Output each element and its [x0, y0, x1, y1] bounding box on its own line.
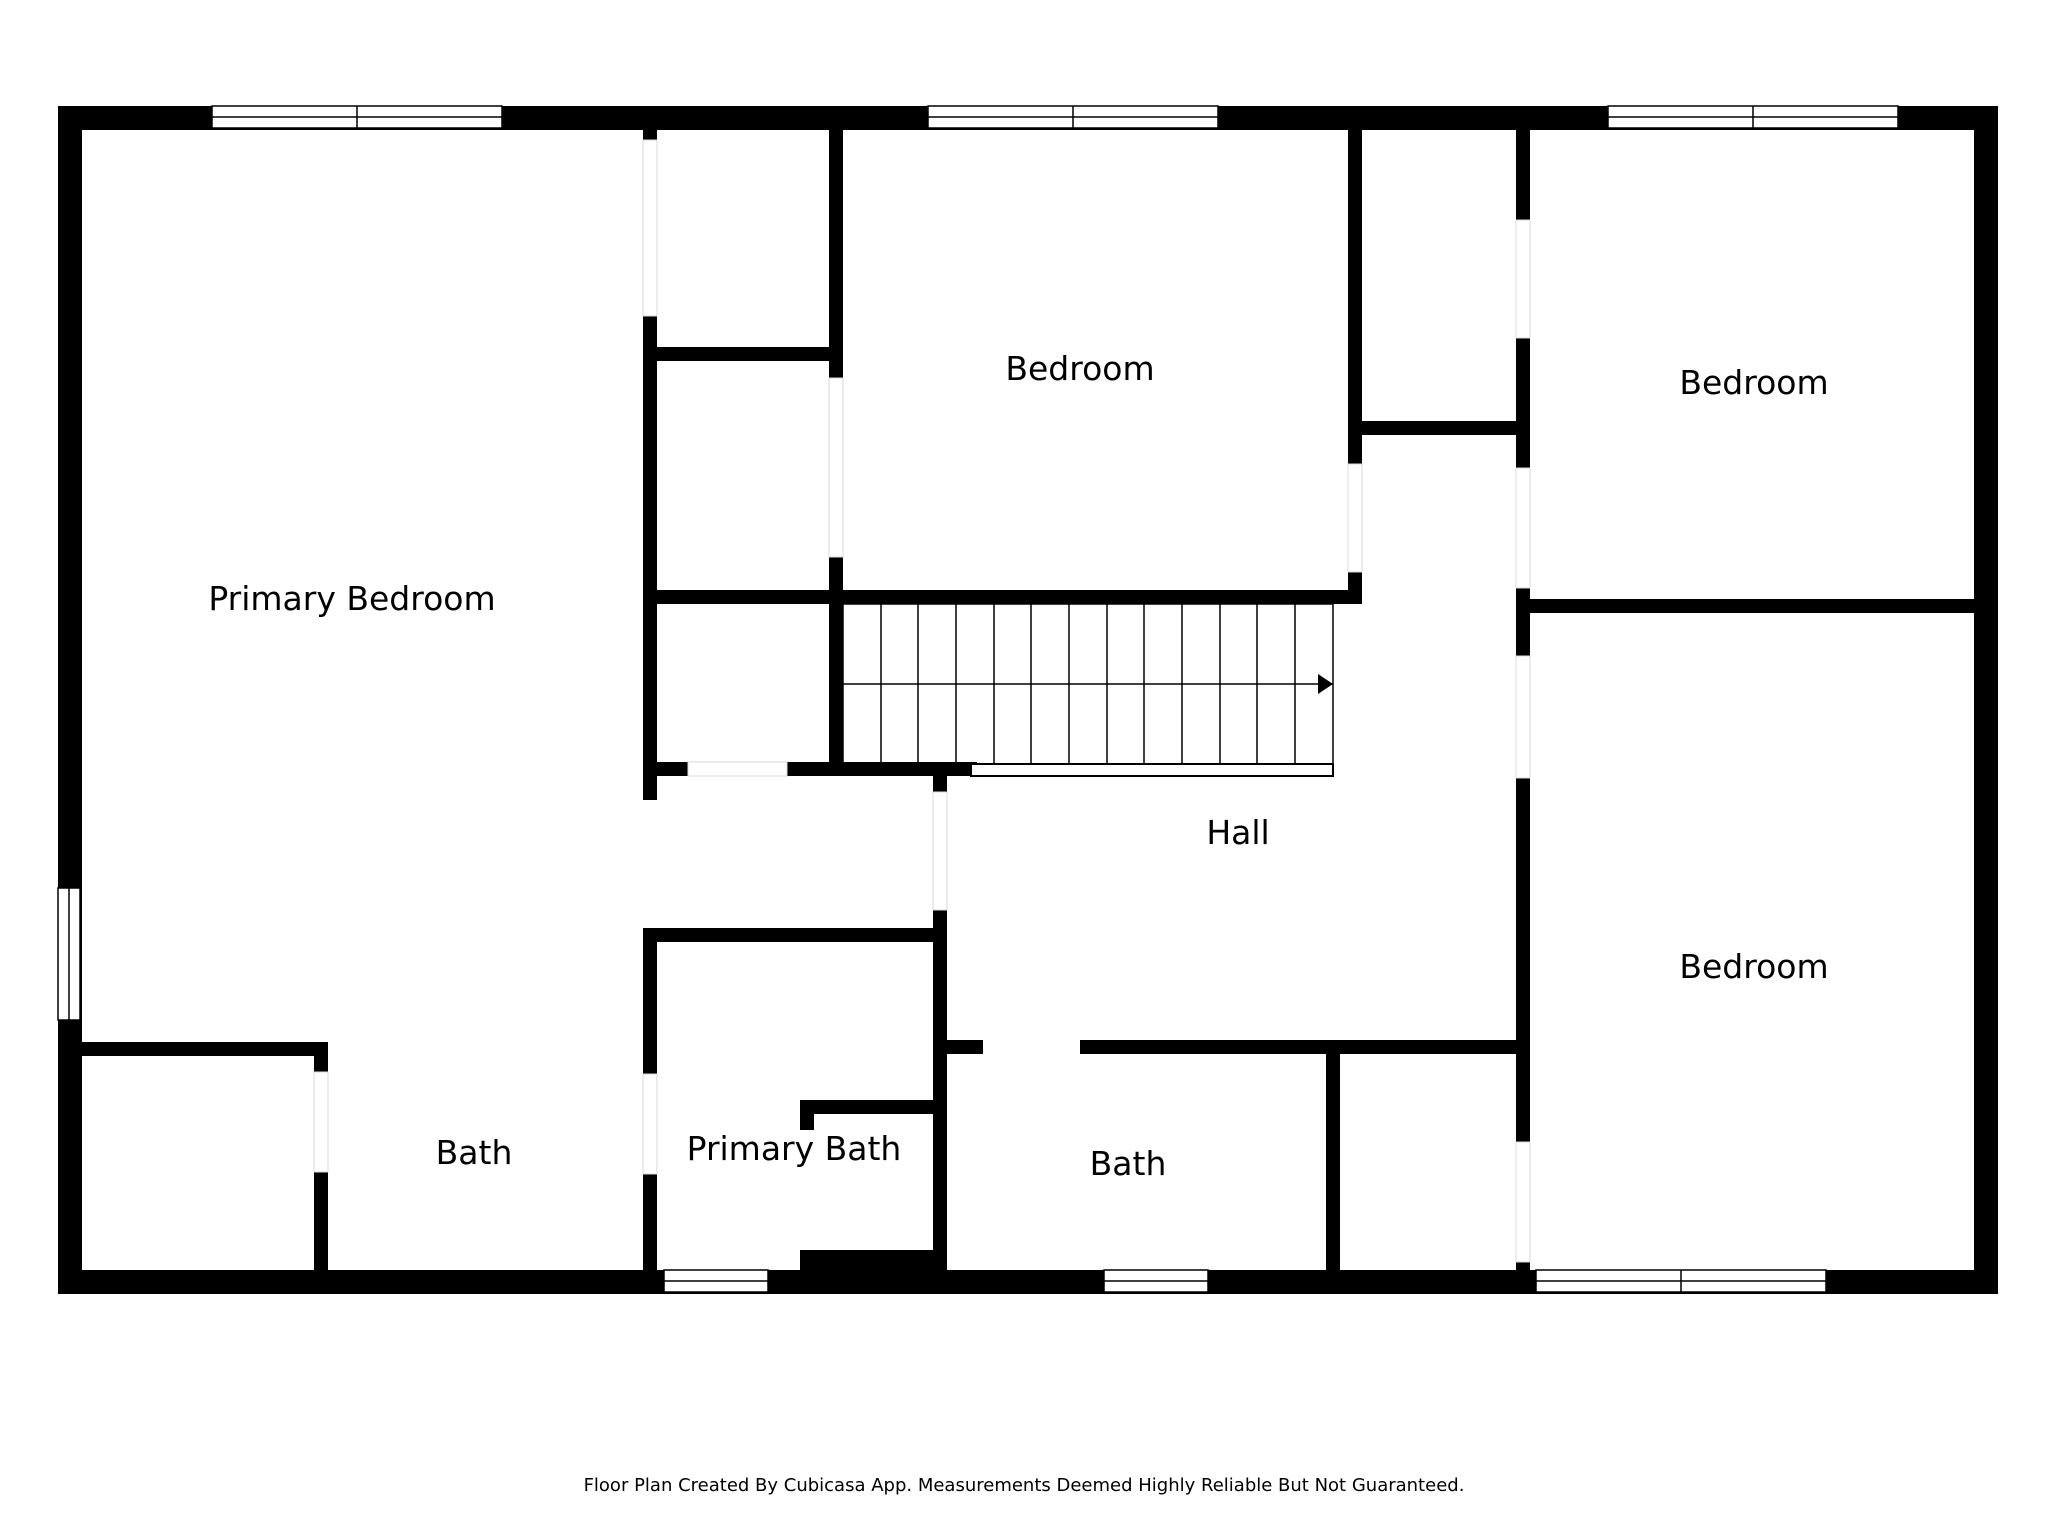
stair-railing [970, 763, 1334, 777]
room-label-primary-bath: Primary Bath [687, 1129, 902, 1168]
room-label-hall: Hall [1206, 813, 1269, 852]
windows [57, 105, 1899, 1293]
footer-disclaimer: Floor Plan Created By Cubicasa App. Meas… [584, 1475, 1465, 1496]
room-label-bath-left: Bath [436, 1133, 513, 1172]
room-label-bedroom-lower-right: Bedroom [1679, 947, 1828, 986]
stair-direction-arrow-icon [1318, 674, 1333, 694]
room-label-primary-bedroom: Primary Bedroom [208, 579, 495, 618]
room-label-bedroom-upper-right: Bedroom [1679, 363, 1828, 402]
stairs [842, 603, 1334, 765]
door-openings [313, 139, 1531, 1263]
room-label-bath-center: Bath [1090, 1144, 1167, 1183]
room-label-bedroom-center: Bedroom [1005, 349, 1154, 388]
interior-walls [70, 120, 1984, 1282]
